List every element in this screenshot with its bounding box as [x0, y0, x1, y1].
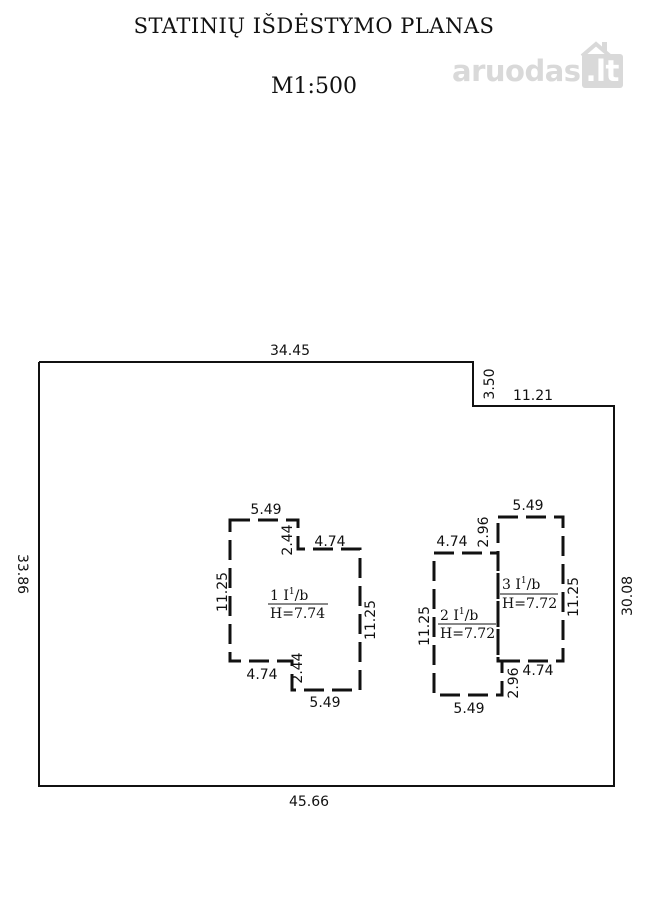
plot-dim-step: 3.50 — [482, 368, 498, 399]
b3-dim-bottom: 4.74 — [522, 663, 553, 679]
page-title: STATINIŲ IŠDĖSTYMO PLANAS — [133, 14, 495, 38]
b2-dim-top: 4.74 — [436, 534, 467, 550]
house-icon — [580, 41, 612, 58]
b3-dim-notch: 2.96 — [476, 516, 492, 547]
b1-dim-mid-top: 4.74 — [314, 534, 345, 550]
watermark-domain: .lt — [581, 54, 623, 88]
b3-dim-right: 11.25 — [566, 577, 582, 617]
watermark-logo: aruodas.lt — [452, 40, 632, 100]
plot-dim-bottom: 45.66 — [289, 794, 329, 810]
b2-dim-notch: 2.96 — [506, 667, 522, 698]
scale-label: M1:500 — [271, 74, 357, 99]
plot-dim-top: 34.45 — [270, 343, 310, 359]
b2-dim-left: 11.25 — [417, 606, 433, 646]
building-1-outline — [228, 518, 362, 692]
b3-label-top: 3 I1/b — [502, 576, 540, 593]
b1-label-top: 1 I1/b — [270, 587, 308, 604]
building-3-outline — [496, 515, 565, 663]
plot-dim-top-right: 11.21 — [513, 388, 553, 404]
b1-dim-notch-top: 2.44 — [280, 524, 296, 555]
building-3-label: 3 I1/b H=7.72 — [500, 576, 558, 612]
b1-label-bottom: H=7.74 — [270, 606, 325, 622]
b1-dim-notch-bottom: 2.44 — [290, 652, 306, 683]
watermark-text: aruodas.lt — [452, 54, 623, 88]
b1-dim-top: 5.49 — [250, 502, 281, 518]
b2-dim-bottom: 5.49 — [453, 701, 484, 717]
building-2-label: 2 I1/b H=7.72 — [438, 607, 496, 642]
plot-dim-right: 30.08 — [620, 576, 636, 616]
b1-dim-mid-bottom: 4.74 — [246, 667, 277, 683]
b1-dim-bottom: 5.49 — [309, 695, 340, 711]
building-1-label: 1 I1/b H=7.74 — [268, 587, 328, 622]
b1-dim-left: 11.25 — [215, 572, 231, 612]
b2-label-top: 2 I1/b — [440, 607, 478, 624]
plot-boundary — [38, 361, 615, 787]
b1-dim-right: 11.25 — [363, 600, 379, 640]
b2-label-bottom: H=7.72 — [440, 626, 495, 642]
b3-label-bottom: H=7.72 — [502, 596, 557, 612]
plot-dim-left: 33.86 — [14, 554, 30, 594]
b3-dim-top: 5.49 — [512, 498, 543, 514]
